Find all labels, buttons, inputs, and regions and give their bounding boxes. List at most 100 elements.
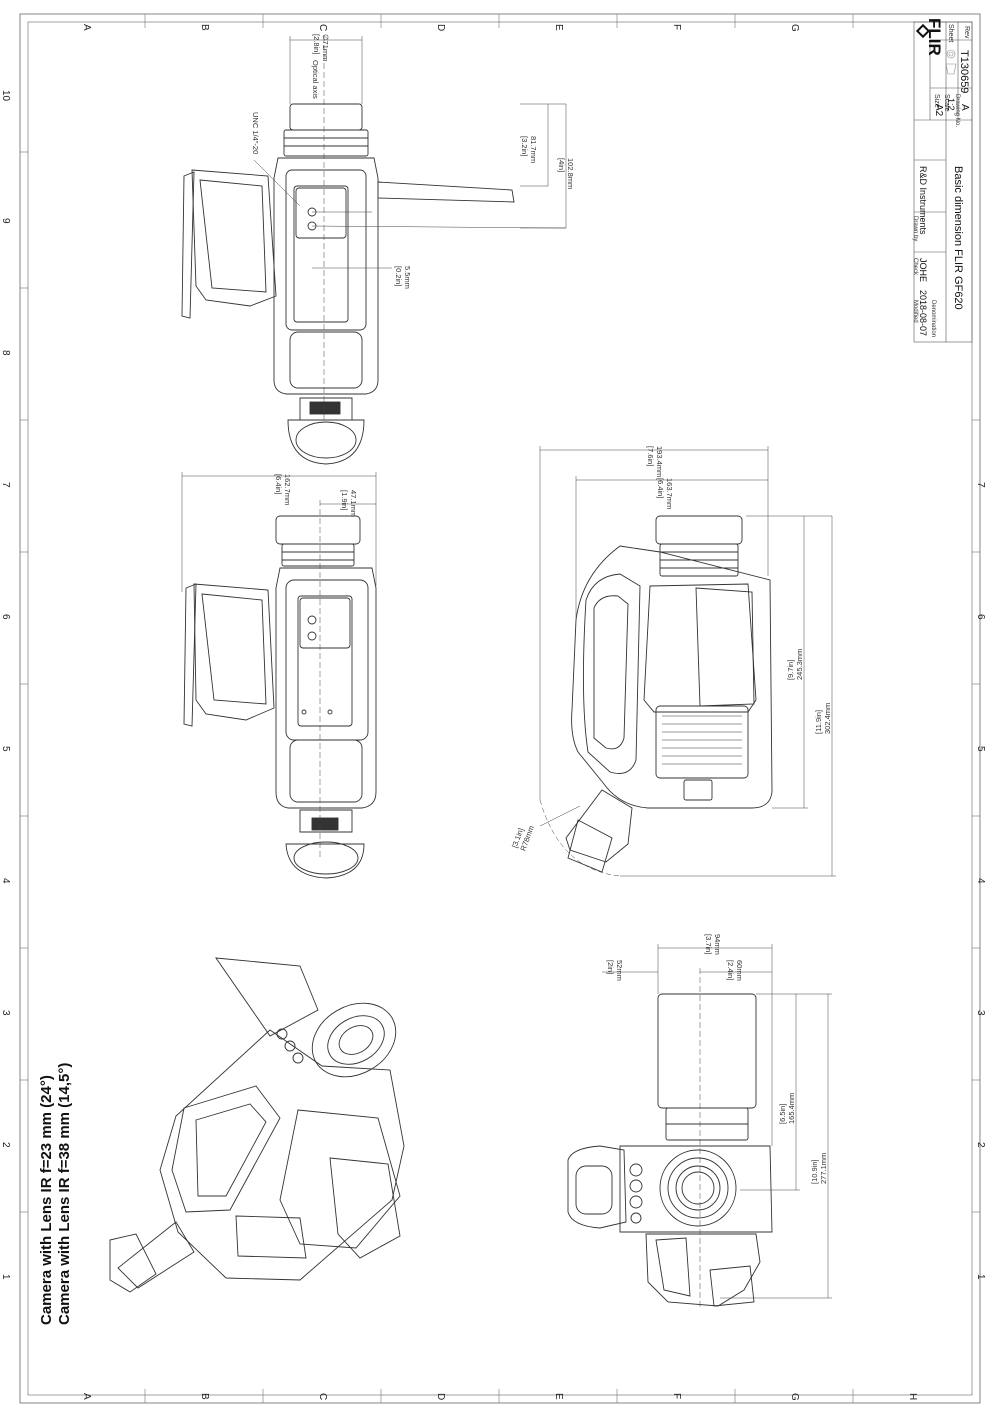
border-letter-bottom-f: F xyxy=(671,1393,682,1400)
border-number-4: 4 xyxy=(0,878,11,884)
border-number-right-2: 2 xyxy=(975,1142,986,1148)
border-letter-bottom-e: E xyxy=(553,1393,564,1400)
dim-52mm-value: 52mm xyxy=(615,960,624,981)
denomination-label: Denomination xyxy=(930,300,936,338)
border-letter-bottom-a: A xyxy=(81,1393,92,1400)
border-letter-bottom-g: G xyxy=(789,1393,800,1401)
dim-102-8mm-value: 102.8mm xyxy=(566,158,575,190)
border-number-2: 2 xyxy=(0,1142,11,1148)
border-number-10: 10 xyxy=(0,90,11,102)
dim-163-7mm-inch: [6.4in] xyxy=(656,478,665,499)
dim-71mm-value: ∅71mm xyxy=(321,34,330,62)
border-number-6: 6 xyxy=(0,614,11,620)
dim-94mm-value: 94mm xyxy=(713,934,722,955)
border-letter-top-e: E xyxy=(553,24,564,31)
dim-193-4mm-inch: [7.6in] xyxy=(646,446,655,467)
border-letter-bottom-b: B xyxy=(199,1393,210,1400)
dim-81-7mm: 81.7mm[3.2in] xyxy=(520,136,538,163)
dim-102-8mm-inch: [4in] xyxy=(557,158,566,173)
border-number-7: 7 xyxy=(0,482,11,488)
border-number-right-3: 3 xyxy=(975,1010,986,1016)
dim-162-7mm-value: 162.7mm xyxy=(283,474,292,506)
bottom-view-dimlines xyxy=(181,472,377,860)
dim-102-8mm: 102.8mm[4in] xyxy=(557,158,575,189)
drawing-no-value: T130659 xyxy=(958,50,970,94)
dim-245-3mm-value: 245.3mm xyxy=(795,648,804,680)
projection-symbol-icon xyxy=(945,49,957,75)
dim-165-4mm-value: 165.4mm xyxy=(787,1092,796,1124)
outer-frame xyxy=(19,13,981,1404)
border-letter-top-f: F xyxy=(671,24,682,31)
dim-5-5mm: 5.5mm[0.2in] xyxy=(394,266,412,289)
dim-47-1mm-value: 47.1mm xyxy=(349,490,358,518)
dim-245-3mm: [9.7in]245.3mm xyxy=(786,649,804,680)
camera-front-view xyxy=(567,993,773,1307)
camera-top-view xyxy=(181,103,515,465)
inner-frame xyxy=(27,21,973,1396)
dim-277-1mm-inch: [10.9in] xyxy=(810,1159,819,1184)
note-lens-38mm: Camera with Lens IR f=38 mm (14,5°) xyxy=(56,1062,73,1325)
dim-81-7mm-value: 81.7mm xyxy=(529,136,538,164)
flir-logo: FLIR xyxy=(925,18,944,56)
border-number-right-6: 6 xyxy=(975,614,986,620)
border-letter-bottom-h: H xyxy=(907,1393,918,1401)
dim-60mm-inch: [2.4in] xyxy=(726,960,735,981)
dim-165-4mm-inch: [6.5in] xyxy=(778,1103,787,1124)
title-block-frame xyxy=(913,21,973,343)
border-number-right-4: 4 xyxy=(975,878,986,884)
border-letter-bottom-c: C xyxy=(317,1393,328,1401)
sheet-label: Sheet xyxy=(947,24,954,43)
check-value: JOHE xyxy=(918,258,928,283)
front-view-dimlines xyxy=(602,944,832,1310)
border-number-3: 3 xyxy=(0,1010,11,1016)
dim-277-1mm-value: 277.1mm xyxy=(819,1152,828,1184)
drawing-no-label: Drawing No. xyxy=(954,94,960,128)
dim-94mm-inch: [3.7in] xyxy=(704,934,713,955)
dim-71mm: ∅71mm[2.8in] xyxy=(312,34,330,61)
dim-193-4mm-value: 193.4mm xyxy=(655,446,664,478)
border-letter-top-g: G xyxy=(789,24,800,32)
border-number-8: 8 xyxy=(0,350,11,356)
zone-ticks xyxy=(20,14,980,1403)
camera-side-view xyxy=(565,515,773,873)
drawn-value: R&D Instruments xyxy=(918,166,928,235)
rev-value: A xyxy=(959,104,970,111)
dim-162-7mm: 162.7mm[6.4in] xyxy=(274,474,292,505)
border-letter-top-c: C xyxy=(317,24,328,32)
dim-47-1mm-inch: [1.9in] xyxy=(340,490,349,511)
flir-logo-icon xyxy=(915,23,931,39)
dim-277-1mm: [10.9in]277.1mm xyxy=(810,1153,828,1184)
side-view-dimlines xyxy=(539,446,836,877)
dim-60mm: 60mm[2.4in] xyxy=(726,960,744,981)
dim-302-4mm-inch: [11.9in] xyxy=(814,709,823,734)
dim-52mm: 52mm[2in] xyxy=(606,960,624,981)
dim-5-5mm-inch: [0.2in] xyxy=(394,266,403,287)
denomination-value: Basic dimension FLIR GF620 xyxy=(952,166,964,310)
border-number-right-5: 5 xyxy=(975,746,986,752)
camera-bottom-view xyxy=(183,515,377,879)
dim-193-4mm: 193.4mm[7.6in] xyxy=(646,446,664,477)
dim-60mm-value: 60mm xyxy=(735,960,744,981)
rev-label: Rev xyxy=(963,26,970,39)
border-letter-top-d: D xyxy=(435,24,446,32)
unc-thread-label: UNC 1/4"-20 xyxy=(251,112,260,155)
border-letter-bottom-d: D xyxy=(435,1393,446,1401)
dim-302-4mm: [11.9in]302.4mm xyxy=(814,703,832,734)
optical-axis-label: Optical axis xyxy=(311,60,320,99)
dim-163-7mm: 163.7mm[6.4in] xyxy=(656,478,674,509)
note-lens-23mm: Camera with Lens IR f=23 mm (24°) xyxy=(38,1075,55,1325)
dim-81-7mm-inch: [3.2in] xyxy=(520,136,529,157)
dim-163-7mm-value: 163.7mm xyxy=(665,478,674,510)
dim-302-4mm-value: 302.4mm xyxy=(823,702,832,734)
border-number-right-1: 1 xyxy=(975,1274,986,1280)
dim-52mm-inch: [2in] xyxy=(606,960,615,975)
modified-value: 2018-08-07 xyxy=(918,290,928,337)
top-view-dimlines xyxy=(253,36,567,420)
dim-245-3mm-inch: [9.7in] xyxy=(786,659,795,680)
dim-71mm-inch: [2.8in] xyxy=(312,34,321,55)
camera-isometric-view xyxy=(109,957,405,1293)
dim-162-7mm-inch: [6.4in] xyxy=(274,474,283,495)
dim-5-5mm-value: 5.5mm xyxy=(403,266,412,289)
border-number-5: 5 xyxy=(0,746,11,752)
